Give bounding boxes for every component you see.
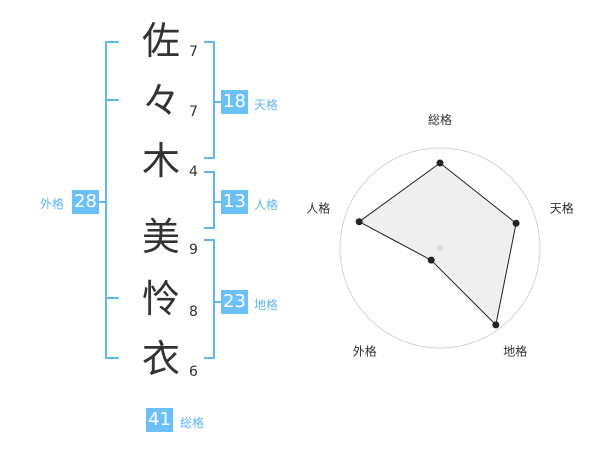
radar-point-3: [492, 321, 500, 329]
radar-point-2: [512, 219, 520, 227]
kanji-char-4: 美: [141, 215, 180, 259]
stroke-count-5: 8: [189, 304, 198, 320]
radar-value-polygon: [358, 162, 517, 326]
radar-axis-label-2: 天格: [550, 200, 574, 215]
radar-axis-label-5: 人格: [306, 200, 330, 215]
kanji-char-1: 佐: [141, 19, 180, 63]
radar-point-5: [355, 218, 363, 226]
jinkaku-label: 人格: [254, 198, 279, 212]
stroke-count-4: 9: [189, 242, 198, 258]
kanji-char-2: 々: [141, 79, 180, 123]
chikaku-value: 23: [221, 290, 248, 314]
stroke-count-6: 6: [189, 364, 198, 380]
gaikaku-label: 外格: [40, 197, 65, 211]
jinkaku-value: 13: [221, 190, 248, 214]
soukaku-label: 総格: [180, 416, 205, 430]
stroke-count-1: 7: [189, 44, 198, 60]
radar-point-4: [427, 256, 435, 264]
gaikaku-value: 28: [72, 190, 99, 214]
stroke-count-2: 7: [189, 104, 198, 120]
radar-axis-label-4: 外格: [353, 344, 377, 359]
kanji-char-6: 衣: [141, 337, 180, 381]
chikaku-label: 地格: [254, 298, 279, 312]
soukaku-value: 41: [146, 408, 173, 432]
kanji-char-5: 怜: [141, 277, 180, 321]
tenkaku-label: 天格: [254, 98, 279, 112]
radar-point-1: [436, 159, 444, 167]
radar-axis-label-1: 総格: [428, 112, 452, 127]
radar-axis-label-3: 地格: [503, 344, 527, 359]
tenkaku-value: 18: [221, 90, 248, 114]
stroke-count-3: 4: [189, 164, 198, 180]
kanji-char-3: 木: [141, 139, 180, 183]
radar-center-dot: [437, 245, 443, 251]
radar-points: [355, 159, 520, 329]
